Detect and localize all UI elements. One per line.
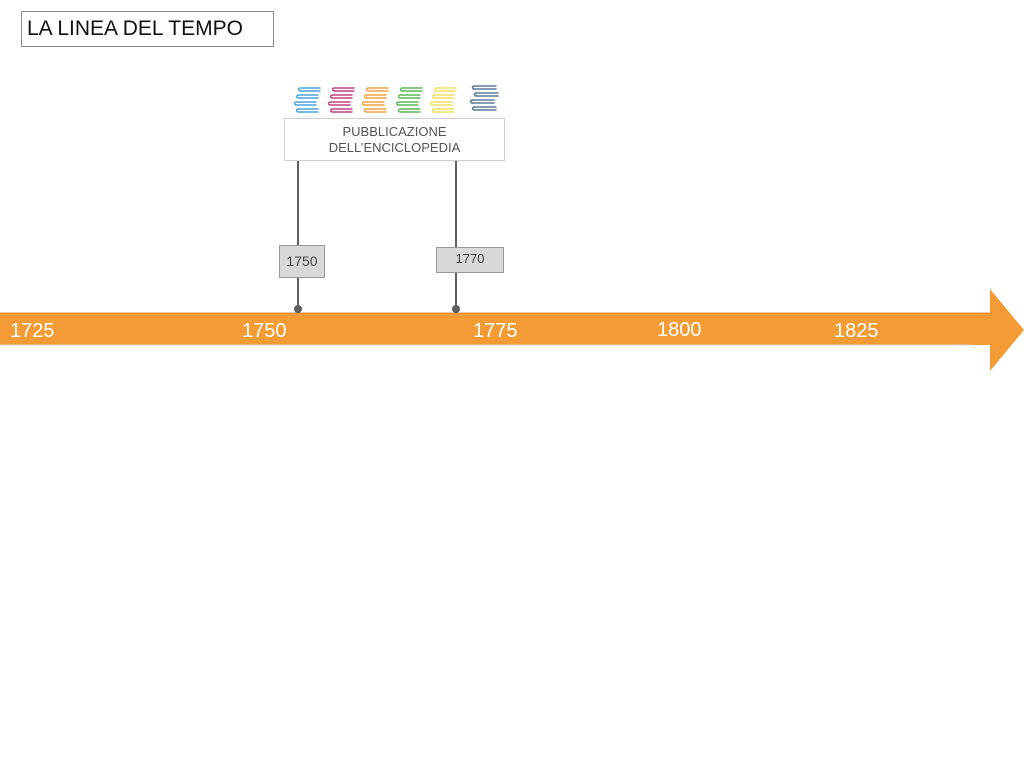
- connector-line-1770-lower: [455, 273, 457, 309]
- tick-label-1775: 1775: [473, 320, 518, 342]
- year-tag-1750: 1750: [279, 245, 325, 278]
- timeline-arrowhead: [990, 289, 1024, 371]
- event-start-dot: [294, 305, 302, 313]
- tick-label-1750: 1750: [242, 320, 287, 342]
- books-icon: [361, 87, 389, 113]
- books-icon: [293, 87, 321, 113]
- timeline-arrow: [0, 289, 1024, 371]
- event-end-dot: [452, 305, 460, 313]
- slide-title: LA LINEA DEL TEMPO: [21, 11, 274, 47]
- books-icon: [469, 85, 499, 111]
- tick-label-1825: 1825: [834, 320, 879, 342]
- event-box-encyclopedia: PUBBLICAZIONE DELL’ENCICLOPEDIA: [284, 118, 505, 161]
- books-icon-row: [293, 85, 499, 113]
- books-icon: [327, 87, 355, 113]
- books-icon: [395, 87, 423, 113]
- timeline-bar: [0, 313, 992, 345]
- event-title-line-1: PUBBLICAZIONE: [342, 124, 447, 139]
- tick-label-1800: 1800: [657, 319, 702, 341]
- connector-line-1750-lower: [297, 277, 299, 309]
- books-icon: [429, 87, 457, 113]
- event-title-line-2: DELL’ENCICLOPEDIA: [328, 140, 461, 155]
- connector-line-1770: [455, 161, 457, 247]
- connector-line-1750: [297, 161, 299, 245]
- tick-label-1725: 1725: [10, 320, 55, 342]
- year-tag-1770: 1770: [436, 247, 504, 273]
